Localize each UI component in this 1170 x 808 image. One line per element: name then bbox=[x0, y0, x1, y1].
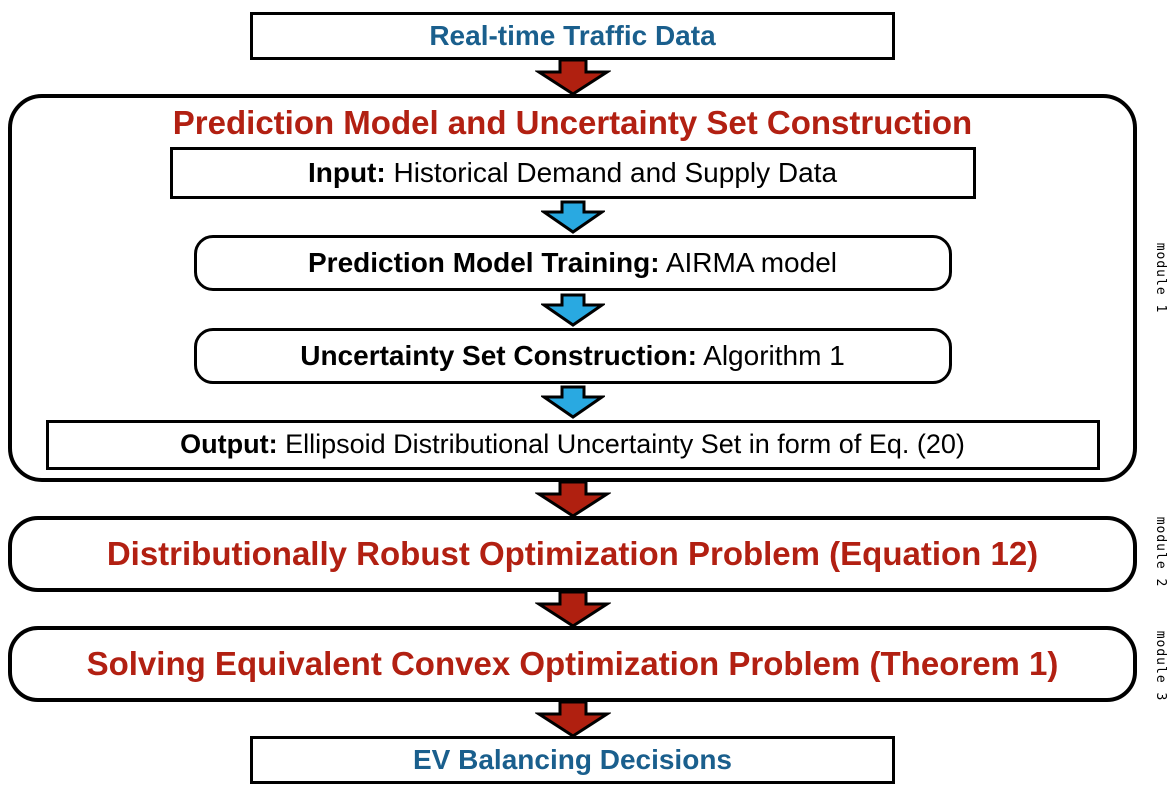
output-label: Output: Ellipsoid Distributional Uncerta… bbox=[180, 429, 965, 460]
realtime-traffic-data-box: Real-time Traffic Data bbox=[250, 12, 895, 60]
uncertainty-set-construction-label: Uncertainty Set Construction: Algorithm … bbox=[300, 339, 845, 371]
module3-title: Solving Equivalent Convex Optimization P… bbox=[86, 645, 1059, 682]
blue-arrow-icon bbox=[540, 200, 605, 235]
blue-arrow-icon bbox=[540, 293, 605, 327]
realtime-traffic-data-label: Real-time Traffic Data bbox=[429, 20, 716, 51]
module3-side-label: module 3 bbox=[1153, 630, 1168, 702]
module2-box: Distributionally Robust Optimization Pro… bbox=[8, 516, 1137, 592]
blue-arrow-icon bbox=[540, 385, 605, 419]
red-arrow-icon bbox=[534, 700, 611, 738]
ev-balancing-decisions-label: EV Balancing Decisions bbox=[413, 744, 732, 775]
module1-side-label: module 1 bbox=[1153, 242, 1168, 314]
module1-title: Prediction Model and Uncertainty Set Con… bbox=[172, 104, 973, 141]
module1-box: Prediction Model and Uncertainty Set Con… bbox=[8, 94, 1137, 482]
ev-balancing-decisions-box: EV Balancing Decisions bbox=[250, 736, 895, 784]
input-label: Input: Historical Demand and Supply Data bbox=[307, 157, 838, 189]
flow-column: Real-time Traffic Data Prediction Model … bbox=[8, 0, 1137, 808]
module2-side-label: module 2 bbox=[1153, 516, 1168, 588]
prediction-model-training-label: Prediction Model Training: AIRMA model bbox=[308, 247, 837, 279]
module2-title: Distributionally Robust Optimization Pro… bbox=[106, 535, 1039, 572]
red-arrow-icon bbox=[534, 590, 611, 628]
red-arrow-icon bbox=[534, 58, 611, 96]
output-box: Output: Ellipsoid Distributional Uncerta… bbox=[45, 419, 1100, 470]
prediction-model-training-box: Prediction Model Training: AIRMA model bbox=[193, 235, 952, 292]
module3-box: Solving Equivalent Convex Optimization P… bbox=[8, 626, 1137, 702]
red-arrow-icon bbox=[534, 480, 611, 518]
input-box: Input: Historical Demand and Supply Data bbox=[169, 147, 976, 200]
uncertainty-set-construction-box: Uncertainty Set Construction: Algorithm … bbox=[193, 327, 952, 384]
